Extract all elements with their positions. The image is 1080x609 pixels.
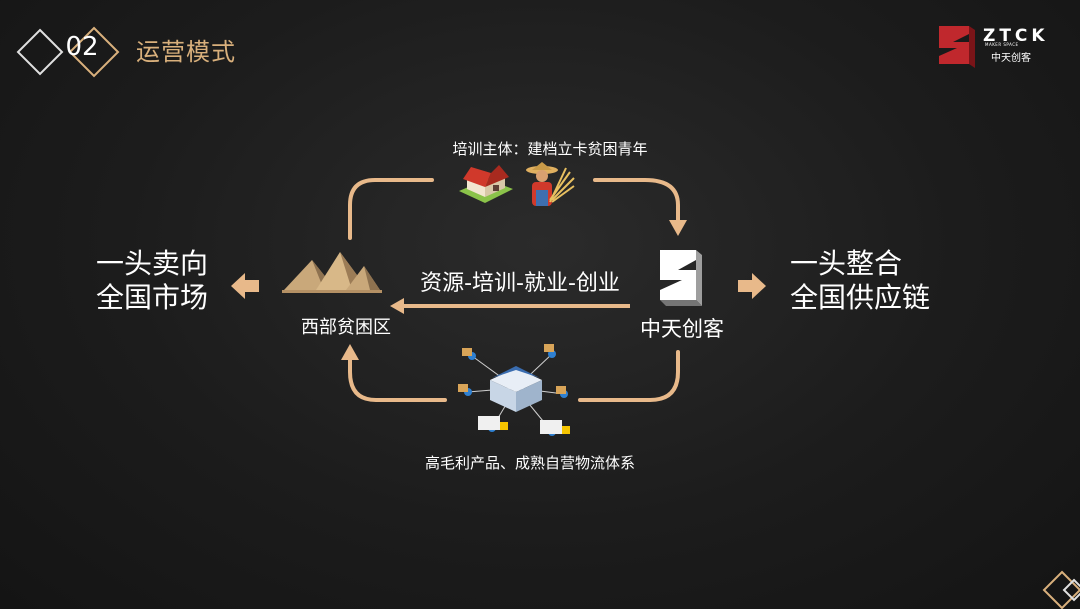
corner-diamond-icon bbox=[1042, 570, 1080, 609]
bottom-left-arrowhead bbox=[341, 344, 359, 360]
center-flow-label: 资源-培训-就业-创业 bbox=[420, 271, 620, 296]
top-right-arrowhead bbox=[669, 220, 687, 236]
logistics-network-icon bbox=[458, 344, 570, 436]
farmer-icon bbox=[526, 162, 575, 206]
diamond-outline-icon bbox=[16, 26, 120, 78]
section-title: 运营模式 bbox=[136, 38, 236, 66]
bottom-right-arc bbox=[578, 350, 680, 402]
logo-chinese-name: 中天创客 bbox=[991, 53, 1031, 64]
west-poverty-region-label: 西部贫困区 bbox=[301, 317, 391, 338]
arrow-left-icon bbox=[231, 273, 259, 299]
training-subject-label: 培训主体：建档立卡贫困青年 bbox=[452, 140, 648, 158]
section-number: 02 bbox=[65, 32, 99, 62]
brand-logo-icon bbox=[939, 26, 975, 68]
left-outcome-line-2: 全国市场 bbox=[96, 281, 209, 314]
logo-subtitle: MAKER SPACE bbox=[985, 42, 1019, 47]
top-right-arc bbox=[593, 178, 680, 224]
right-outcome-line-1: 一头整合 bbox=[790, 247, 903, 280]
ztck-logo-icon bbox=[660, 250, 702, 306]
logistics-label: 高毛利产品、成熟自营物流体系 bbox=[424, 454, 635, 472]
center-flow-arrowhead bbox=[390, 298, 404, 314]
bottom-left-arc bbox=[348, 356, 447, 402]
right-outcome: 一头整合 全国供应链 bbox=[790, 247, 930, 315]
logo-wordmark: ZTCK bbox=[983, 26, 1049, 46]
left-outcome-line-1: 一头卖向 bbox=[96, 247, 209, 280]
left-outcome: 一头卖向 全国市场 bbox=[96, 247, 208, 315]
top-left-arc bbox=[348, 178, 434, 240]
ztck-node-label: 中天创客 bbox=[640, 317, 724, 341]
farmhouse-icon bbox=[459, 165, 513, 203]
right-outcome-line-2: 全国供应链 bbox=[790, 281, 931, 314]
pyramids-icon bbox=[282, 252, 382, 293]
arrow-right-icon bbox=[738, 273, 766, 299]
